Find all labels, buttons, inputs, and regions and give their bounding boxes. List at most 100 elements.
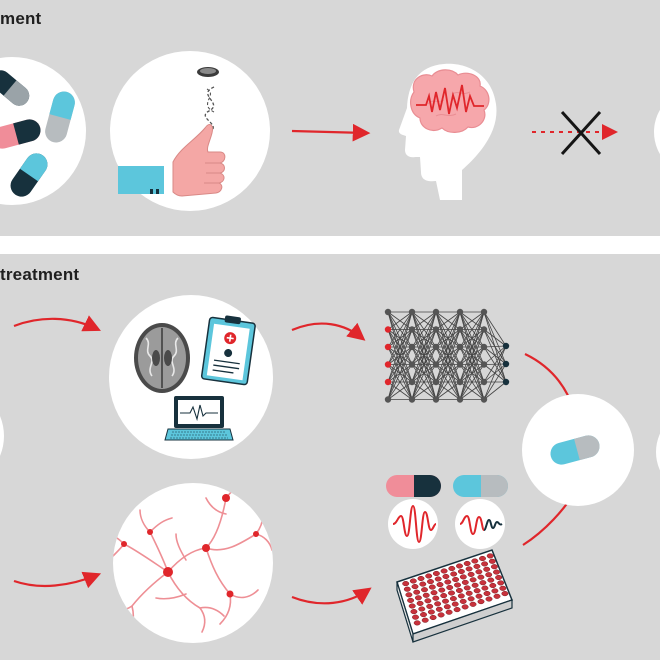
network-node [480,343,488,351]
brain-scan-icon [134,323,190,393]
treatment-capsule-circle [522,394,634,506]
plate-well [465,590,473,596]
network-node [456,343,464,351]
plate-well [435,606,443,612]
plate-well [445,609,453,615]
plate-well [448,565,456,572]
network-node [432,308,440,316]
network-node [432,343,440,351]
plate-well [446,584,454,591]
plate-well [426,603,434,609]
capsule-icon [10,153,48,197]
plate-well [410,609,418,615]
plate-well [475,569,483,575]
patient-circle-partial [0,416,4,456]
neural-network-icon [384,308,510,403]
capsule-icon [453,475,508,497]
network-node [480,378,488,386]
plate-well [409,578,417,584]
plate-well [477,599,485,605]
laptop-icon [164,396,234,441]
plate-well [497,580,505,586]
plate-well [483,566,491,572]
plate-well [456,563,463,569]
network-node [384,308,392,316]
arrow [291,123,371,142]
plate-well [457,593,465,599]
plate-well [413,589,421,595]
plate-well [444,579,452,585]
capsule-icon [0,119,41,149]
plate-well [459,598,467,604]
plate-well [407,597,415,603]
plate-well [443,604,451,610]
arrow [291,587,372,605]
network-node [408,378,416,386]
plate-well [491,588,499,594]
capsule-icon [45,91,75,143]
capsule-pair [386,475,508,497]
plate-well [471,582,479,588]
network-node [384,396,392,403]
plate-well [419,581,427,587]
coin-icon [197,67,219,77]
plate-well [421,617,429,623]
plate-well [427,609,435,615]
plate-well [448,590,455,596]
personalized-treatment-illustration [0,295,660,643]
plate-well [481,561,489,567]
plate-well [442,573,450,580]
outcome-circle-partial [654,109,660,155]
capsule-icon [386,475,441,497]
personalized-treatment-panel: treatment [0,254,660,660]
plate-well [489,582,497,589]
plate-well [455,587,463,594]
outcome-circle-partial [656,433,660,471]
plate-well [402,581,410,587]
plate-well [479,555,486,562]
plate-well [437,612,445,618]
plate-well [412,614,419,620]
plate-well [488,558,496,564]
network-node [408,326,416,333]
network-node [408,343,416,351]
network-node [432,378,440,386]
plate-well [408,603,416,609]
patient-data-circle [109,295,273,459]
network-node [384,326,392,333]
plate-well [465,566,473,572]
network-node [480,396,488,403]
plate-well [463,560,471,567]
plate-well [417,575,425,582]
plate-well [493,593,501,599]
plate-well [424,598,432,604]
plate-well [487,577,495,583]
plate-well [477,574,485,580]
coin-toss-circle [110,51,270,211]
plate-well [450,571,458,577]
plate-well [459,574,467,580]
arrow [13,571,102,589]
plate-well [499,585,507,591]
plate-well [440,593,448,599]
network-node [480,361,488,368]
plate-well [425,573,433,579]
plate-well [490,564,498,570]
network-node [384,361,392,368]
network-node [480,326,488,333]
capsule-icon [0,70,30,106]
plate-well [434,576,442,582]
plate-well [405,592,413,598]
well-plate-icon [396,549,513,643]
network-node [432,396,440,403]
thumb-up-hand-icon [118,124,226,197]
plate-well [461,604,469,610]
arrow [13,315,101,332]
plate-well [495,574,503,581]
plate-well [493,569,500,575]
plate-well [453,607,461,613]
plate-well [467,596,475,602]
plate-well [420,612,427,618]
network-node [502,360,510,368]
plate-well [440,568,448,574]
